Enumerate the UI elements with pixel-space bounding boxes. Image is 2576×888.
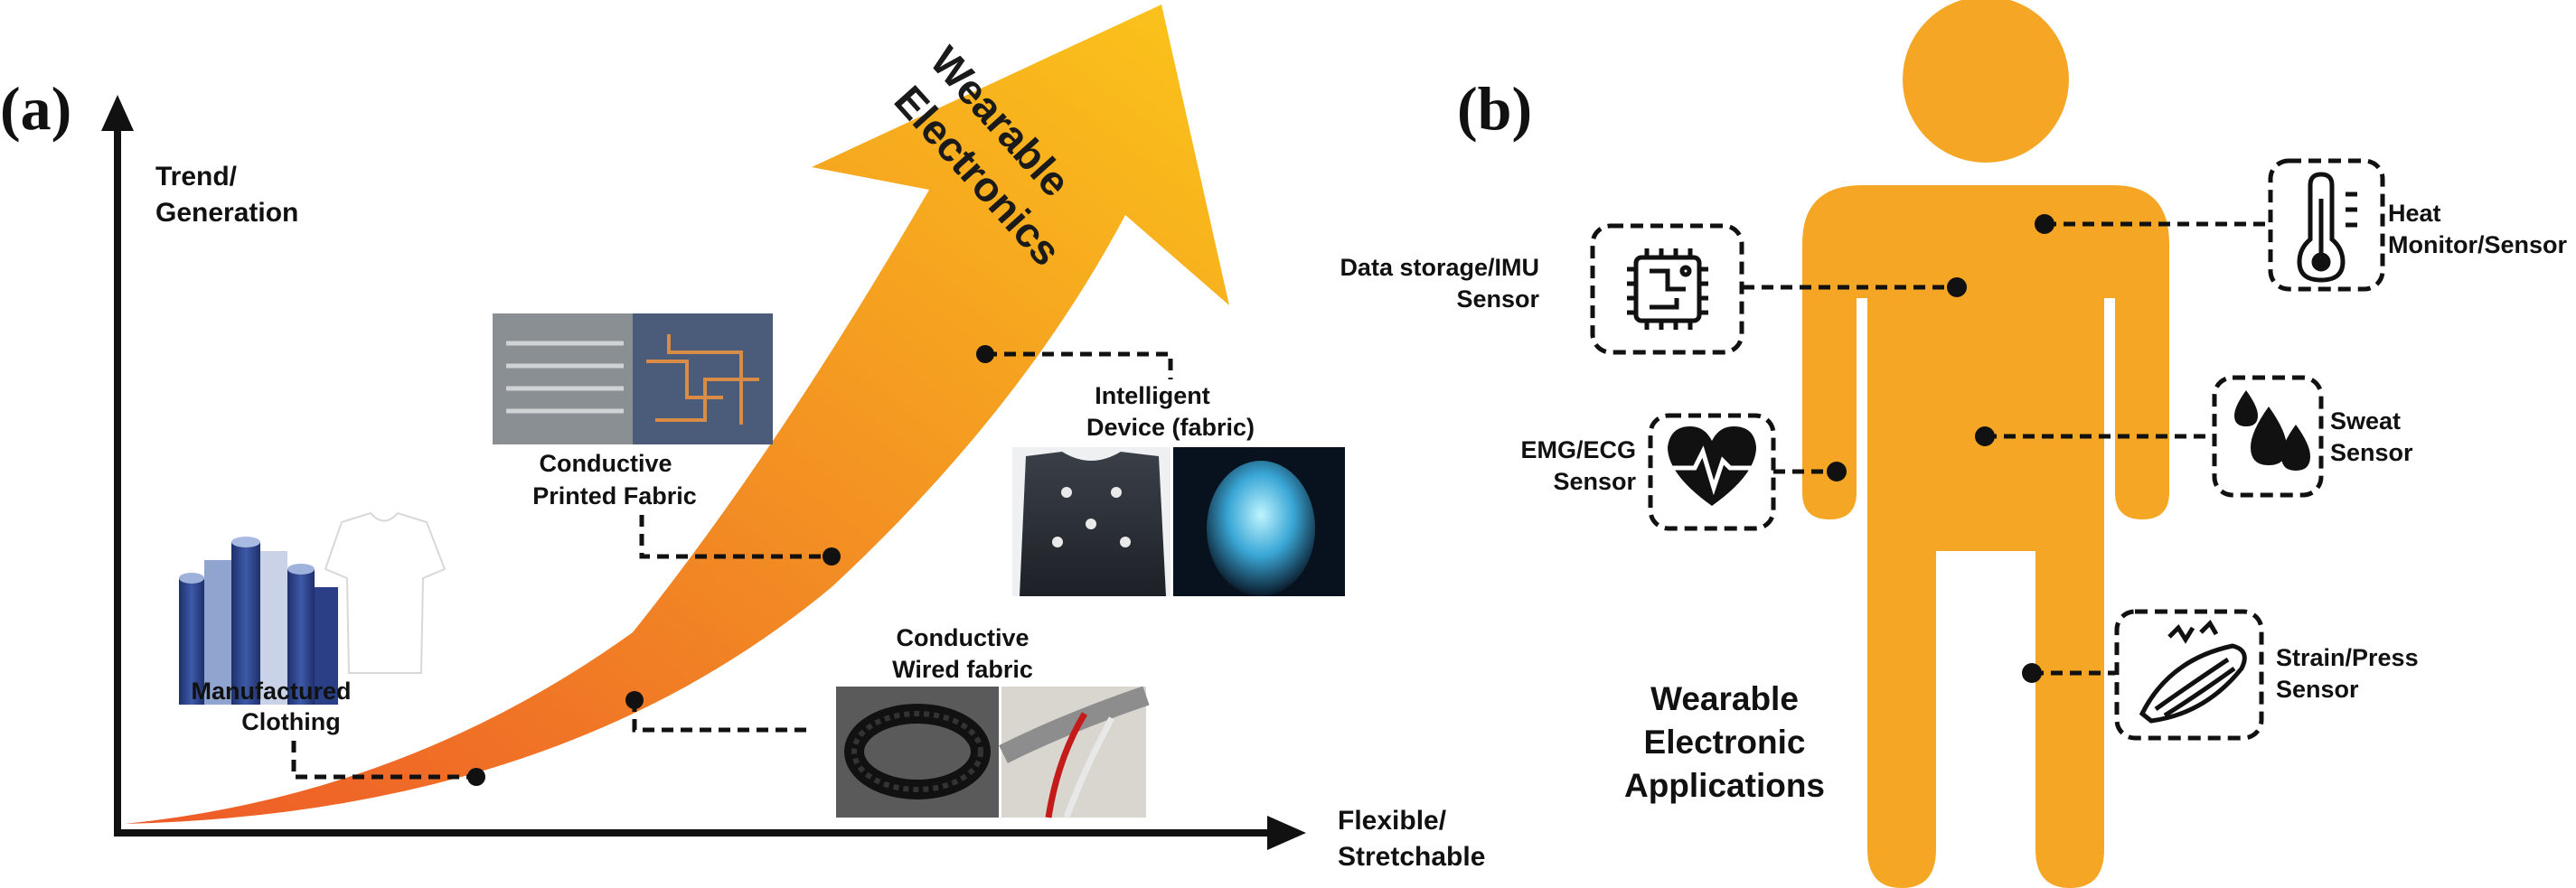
- panel-a-label: (a): [0, 74, 71, 143]
- sensor-label-line2: Monitor/Sensor: [2388, 231, 2567, 258]
- stage-label-line1: Conductive: [539, 450, 672, 477]
- muscle-icon: [2139, 619, 2247, 724]
- thermometer-icon: [2297, 172, 2357, 283]
- stage-conductive-printed-fabric: Conductive Printed Fabric: [493, 313, 841, 566]
- y-axis-label-line2: Generation: [155, 198, 298, 228]
- sensor-label-line2: Sensor: [2276, 676, 2359, 703]
- stage-label-line1: Intelligent: [1095, 382, 1210, 409]
- stage-label-line1: Conductive: [896, 624, 1029, 651]
- human-body-silhouette: [1802, 0, 2169, 888]
- trend-arrow: [125, 5, 1229, 824]
- marker-dot: [1947, 277, 1967, 297]
- connector: [291, 741, 476, 780]
- icon-frame: [2114, 609, 2264, 741]
- stage-label-line2: Printed Fabric: [532, 482, 697, 509]
- sensor-heat-monitor: Heat Monitor/Sensor: [2035, 158, 2567, 292]
- sensor-label-line2: Sensor: [1553, 468, 1636, 495]
- x-axis-label-line2: Stretchable: [1338, 842, 1485, 872]
- stage-label-line2: Wired fabric: [892, 656, 1033, 683]
- sensor-sweat: Sweat Sensor: [1975, 375, 2413, 498]
- sensor-strain-press: Strain/Press Sensor: [2022, 609, 2419, 741]
- white-tshirt-photo: [324, 511, 447, 674]
- axes: [101, 95, 1306, 850]
- sensor-label-line1: Sweat: [2330, 407, 2401, 435]
- circuit-fabric-photo: [633, 313, 773, 444]
- stage-label-line1: Manufactured: [191, 678, 351, 705]
- braided-wire-fabric-photo: [836, 687, 999, 818]
- stage-manufactured-clothing: Manufactured Clothing: [179, 511, 485, 786]
- fabric-rolls-photo: [179, 537, 338, 705]
- panel-b-label: (b): [1457, 74, 1532, 143]
- x-axis-label-line1: Flexible/: [1338, 806, 1447, 836]
- y-axis-label-line1: Trend/: [155, 162, 238, 192]
- panel-b-title-line3: Applications: [1624, 767, 1825, 804]
- connector: [632, 700, 813, 733]
- marker-dot: [1827, 462, 1847, 481]
- icon-frame: [2268, 158, 2385, 292]
- glowing-suit-photo: [1173, 447, 1345, 596]
- microchip-icon: [1627, 248, 1708, 330]
- sensor-label-line2: Sensor: [1456, 285, 1539, 313]
- sweat-drops-icon: [2234, 390, 2310, 471]
- sensor-label-line1: EMG/ECG: [1520, 436, 1636, 463]
- panel-b-title-line2: Electronic: [1644, 724, 1806, 761]
- sensor-label-line1: Strain/Press: [2276, 644, 2419, 671]
- marker-dot: [467, 768, 485, 786]
- printed-fabric-hand-photo: [493, 313, 633, 444]
- connector: [985, 351, 1173, 379]
- sensor-data-storage-imu: Data storage/IMU Sensor: [1340, 223, 1967, 355]
- sensor-label-line1: Data storage/IMU: [1340, 254, 1539, 281]
- sensor-label-line1: Heat: [2388, 200, 2441, 227]
- panel-b: (b) Wearable Electronic Applications Dat…: [1340, 0, 2567, 888]
- stage-label-line2: Device (fabric): [1086, 414, 1255, 441]
- marker-dot: [823, 547, 841, 566]
- smart-shirt-photo: [1012, 447, 1170, 596]
- stage-label-line2: Clothing: [241, 708, 340, 735]
- panel-b-title-line1: Wearable: [1650, 680, 1799, 717]
- sensor-label-line2: Sensor: [2330, 439, 2413, 466]
- sensor-emg-ecg: EMG/ECG Sensor: [1520, 413, 1847, 531]
- insulated-wires-photo: [999, 686, 1150, 819]
- stage-intelligent-device: Intelligent Device (fabric): [976, 345, 1345, 596]
- panel-a: (a) Wearable Electronics Trend/ Generati…: [0, 5, 1485, 872]
- heart-pulse-icon: [1668, 426, 1756, 506]
- connector: [639, 515, 832, 559]
- stage-conductive-wired-fabric: Conductive Wired fabric: [625, 624, 1150, 819]
